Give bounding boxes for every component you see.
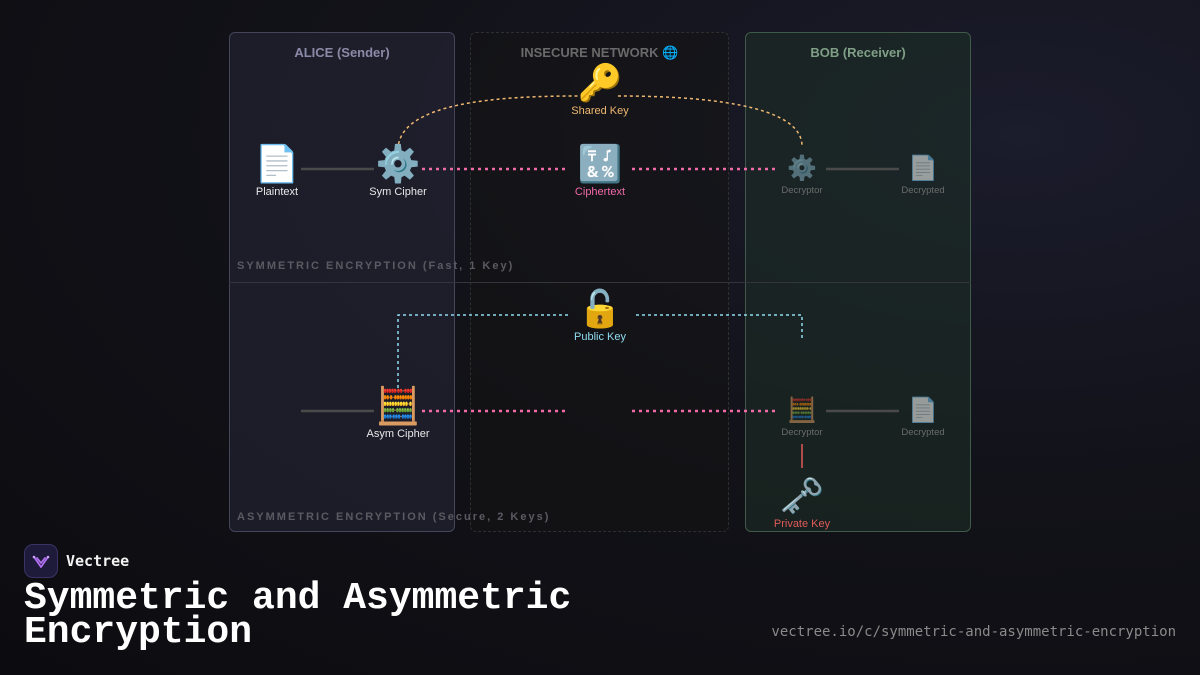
gear-icon: ⚙️ (787, 155, 817, 182)
ciphertext-node: 🔣 Ciphertext (574, 143, 626, 199)
asym-decryptor-label: Decryptor (781, 427, 823, 438)
public-key-label: Public Key (574, 331, 626, 343)
shared-key-label: Shared Key (571, 105, 629, 117)
ciphertext-label: Ciphertext (574, 186, 626, 198)
document-icon: 📄 (254, 143, 300, 184)
document-icon: 📄 (908, 155, 938, 182)
public-key-link-right (636, 314, 803, 340)
asymmetric-section-label: ASYMMETRIC ENCRYPTION (Secure, 2 Keys) (237, 511, 551, 523)
old-key-icon: 🗝️ (779, 475, 825, 516)
public-key-node: 🔓 Public Key (574, 288, 626, 344)
shared-key-arc-left (397, 95, 579, 151)
brand: Vectree (24, 544, 129, 578)
plaintext-label: Plaintext (255, 186, 299, 198)
sym-cipher-node: ⚙️ Sym Cipher (369, 143, 427, 199)
bob-panel-title: BOB (Receiver) (810, 45, 906, 60)
vectree-logo-icon (24, 544, 58, 578)
gear-icon: ⚙️ (375, 143, 421, 184)
page-title: Symmetric and Asymmetric Encryption (24, 577, 572, 654)
alice-panel-title: ALICE (Sender) (294, 45, 390, 60)
abacus-icon: 🧮 (787, 397, 817, 424)
source-url: vectree.io/c/symmetric-and-asymmetric-en… (771, 624, 1176, 640)
document-icon: 📄 (908, 397, 938, 424)
plaintext-node: 📄 Plaintext (254, 143, 300, 199)
asym-cipher-label: Asym Cipher (366, 428, 430, 440)
public-key-link-left (397, 314, 568, 388)
sym-decryptor-node: ⚙️ Decryptor (781, 155, 823, 197)
key-icon: 🔑 (577, 62, 623, 103)
network-panel-title: INSECURE NETWORK 🌐 (520, 45, 679, 60)
sym-decrypted-label: Decrypted (901, 185, 945, 196)
asym-cipher-node: 🧮 Asym Cipher (366, 385, 430, 441)
asym-decryptor-node: 🧮 Decryptor (781, 397, 823, 439)
sym-decrypted-node: 📄 Decrypted (901, 155, 945, 197)
shared-key-arc-right (617, 95, 803, 147)
shared-key-node: 🔑 Shared Key (571, 62, 629, 118)
section-divider (229, 282, 971, 283)
sym-cipher-label: Sym Cipher (369, 186, 427, 198)
abacus-icon: 🧮 (375, 385, 421, 426)
asym-decrypted-label: Decrypted (901, 427, 945, 438)
symbols-icon: 🔣 (577, 143, 623, 184)
asym-decrypted-node: 📄 Decrypted (901, 397, 945, 439)
private-key-node: 🗝️ Private Key (773, 475, 831, 531)
symmetric-section-label: SYMMETRIC ENCRYPTION (Fast, 1 Key) (237, 260, 515, 272)
brand-name: Vectree (66, 552, 130, 570)
unlocked-icon: 🔓 (577, 288, 623, 329)
private-key-label: Private Key (773, 518, 831, 530)
sym-decryptor-label: Decryptor (781, 185, 823, 196)
